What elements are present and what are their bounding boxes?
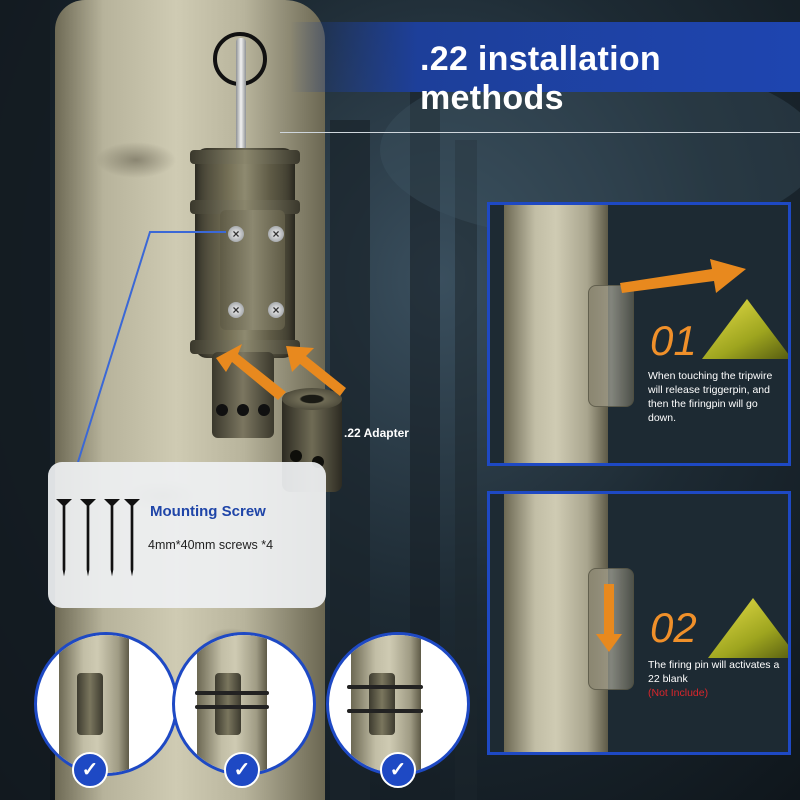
screw-icon: [104, 499, 120, 577]
install-method-1: [34, 632, 178, 776]
screw-icon: [80, 499, 96, 577]
screw-icon: [124, 499, 140, 577]
arrow-icon: [216, 344, 286, 400]
title-banner: [290, 22, 800, 92]
tent: [708, 598, 788, 658]
install-method-2: [172, 632, 316, 776]
screw-head-icon: ×: [268, 226, 284, 242]
screw-head-icon: ×: [228, 226, 244, 242]
page-title: .22 installation methods: [420, 40, 661, 117]
install-method-3: [326, 632, 470, 776]
check-icon: ✓: [224, 752, 260, 788]
screw-head-icon: ×: [268, 302, 284, 318]
screw-head-icon: ×: [228, 302, 244, 318]
circle-device: [77, 673, 103, 735]
mounting-screw-title: Mounting Screw: [150, 503, 266, 520]
step-description-text: The firing pin will activates a 22 blank: [648, 659, 780, 685]
trigger-pin: [236, 38, 246, 158]
tent: [702, 299, 788, 359]
adapter-hole: [290, 450, 302, 462]
circle-device: [215, 673, 241, 735]
step-panel-02: 02 The firing pin will activates a 22 bl…: [487, 491, 791, 755]
step-number: 01: [650, 317, 697, 364]
step-description: The firing pin will activates a 22 blank…: [648, 658, 782, 700]
adapter-label: .22 Adapter: [344, 426, 409, 440]
mounting-screw-card: [48, 462, 326, 608]
arrow-icon: [286, 346, 346, 396]
step-panel-01: 01 When touching the tripwire will relea…: [487, 202, 791, 466]
step-description: When touching the tripwire will release …: [648, 370, 773, 424]
strap: [347, 709, 423, 713]
circle-device: [369, 673, 395, 735]
screw-icon: [56, 499, 72, 577]
tripwire: [280, 132, 800, 133]
strap: [347, 685, 423, 689]
mounting-screw-spec: 4mm*40mm screws *4: [148, 538, 274, 552]
check-icon: ✓: [380, 752, 416, 788]
strap: [195, 705, 269, 709]
check-icon: ✓: [72, 752, 108, 788]
not-included-note: (Not Include): [648, 687, 709, 699]
step-number: 02: [650, 604, 697, 651]
panel-device: [588, 285, 634, 407]
adapter-top: [282, 388, 342, 410]
barrel-hole: [258, 404, 270, 416]
strap: [195, 691, 269, 695]
barrel-hole: [237, 404, 249, 416]
device-ring-top: [190, 150, 300, 164]
arrow-icon: [620, 259, 746, 293]
arrow-icon: [596, 584, 622, 652]
